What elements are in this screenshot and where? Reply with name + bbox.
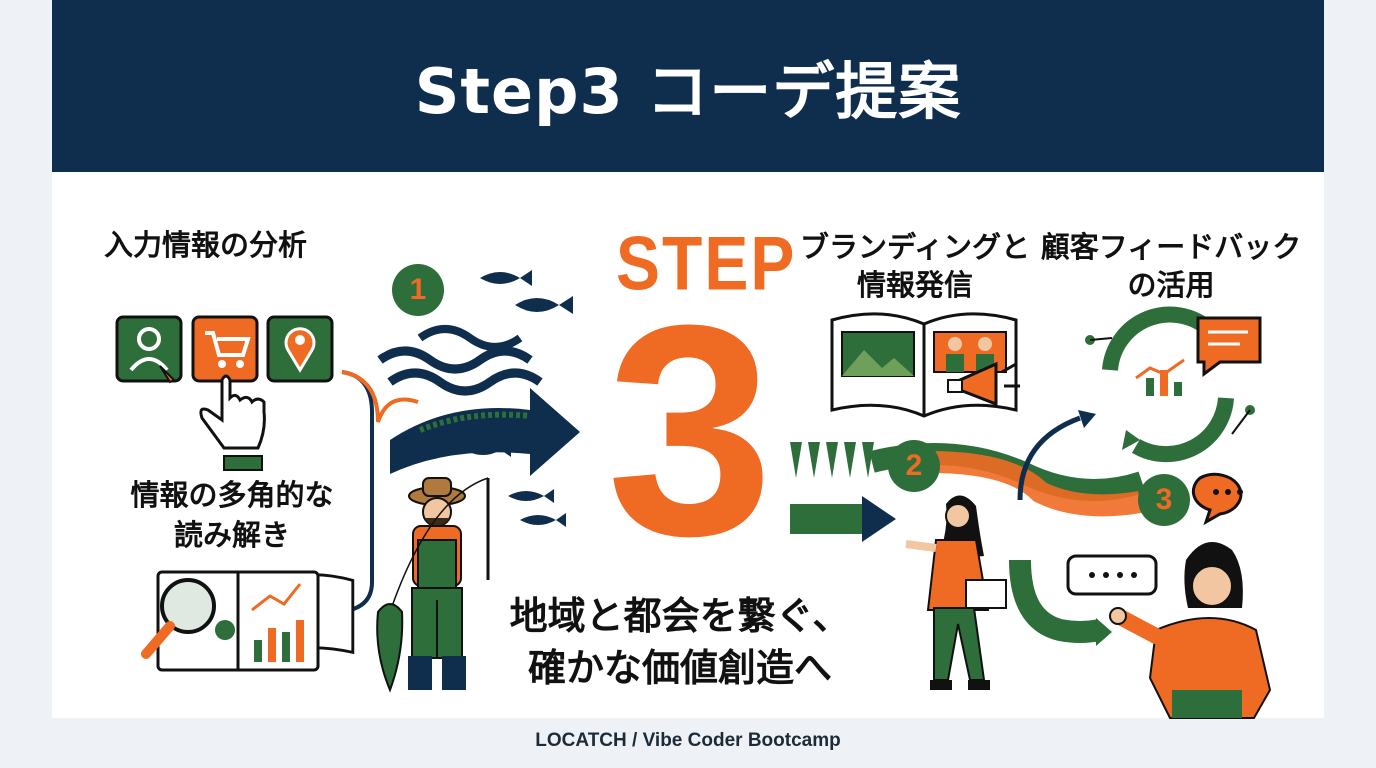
patterned-arrow-icon [790,496,896,542]
slogan-line1: 地域と都会を繋ぐ、 [509,594,851,638]
feedback-title-line2: の活用 [1127,268,1215,302]
step1-badge: 1 [392,264,444,316]
magnifier-icon [141,578,216,659]
footer-credit: LOCATCH / Vibe Coder Bootcamp [535,730,841,751]
header-band [52,0,1324,172]
feedback-cycle-icon [1085,306,1255,463]
shopping-cart-icon [191,315,259,383]
megaphone-icon [947,361,1020,407]
step-number: 3 [606,262,774,598]
reading-title-line2: 読み解き [173,518,290,552]
branding-title-line1: ブランディングと [800,230,1030,264]
step2-badge: 2 [888,440,940,492]
sea-waves-icon [377,325,543,396]
step-word: STEP [616,220,797,306]
user-icon [115,315,183,384]
typing-bubble-icon [1066,554,1158,596]
analysis-title: 入力情報の分析 [104,228,308,262]
branding-title-line2: 情報発信 [856,268,973,302]
customer-woman-icon [1109,542,1272,719]
pointing-hand-icon [199,374,266,471]
page-title: Step3 コーデ提案 [414,55,962,128]
reading-title-line1: 情報の多角的な [130,478,334,512]
fish-icon [465,270,573,527]
chat-ellipsis-icon [1191,472,1243,526]
speech-bubble-icon [1196,316,1262,377]
presenter-woman-icon [905,495,1007,690]
right-arrow-icon [390,388,580,476]
fisherman-icon [376,477,490,693]
location-pin-icon [266,315,334,383]
slogan-line2: 確かな価値創造へ [527,646,832,690]
feedback-title-line1: 顧客フィードバック [1040,230,1302,264]
rice-field-icon [790,442,874,478]
step3-badge: 3 [1138,474,1190,526]
